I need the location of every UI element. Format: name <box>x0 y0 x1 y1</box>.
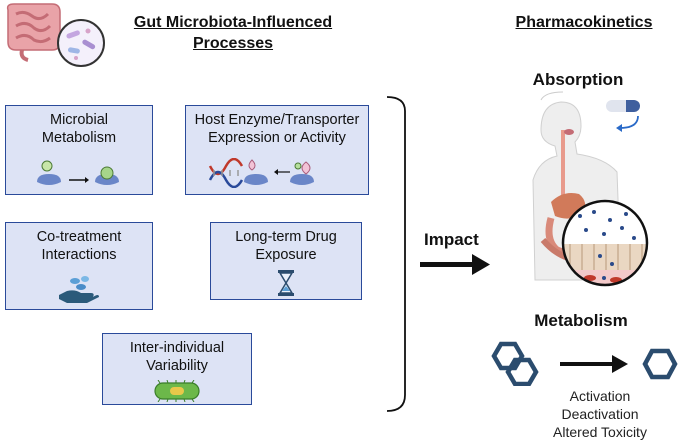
left-heading-line2: Processes <box>192 35 274 52</box>
box-host-enzyme: Host Enzyme/Transporter Expression or Ac… <box>185 105 369 195</box>
outcome-activation: Activation <box>569 388 631 404</box>
outcome-deactivation: Deactivation <box>561 406 639 422</box>
box-interindividual-line1: Inter-individual <box>129 340 225 356</box>
box-interindividual-line2: Variability <box>146 358 208 374</box>
box-microbial-metabolism-line2: Metabolism <box>41 130 117 146</box>
box-longterm-line1: Long-term Drug <box>235 229 337 245</box>
absorption-label: Absorption <box>532 70 624 89</box>
impact-arrow <box>420 254 490 275</box>
box-interindividual: Inter-individual Variability <box>102 333 252 405</box>
bacterium-icon <box>154 380 200 402</box>
enzyme-icon <box>37 160 119 185</box>
box-host-enzyme-line1: Host Enzyme/Transporter <box>194 112 360 128</box>
bracket <box>386 96 406 412</box>
metabolism-label: Metabolism <box>534 311 628 330</box>
microbe-circle-icon <box>57 19 105 67</box>
dna-icon <box>208 158 244 188</box>
hexagon-molecule-icon <box>491 341 539 386</box>
box-host-enzyme-line2: Expression or Activity <box>208 130 346 146</box>
metabolism-arrow <box>560 355 628 373</box>
hourglass-icon <box>278 270 294 296</box>
capsule-icon <box>606 100 640 132</box>
enzyme-transporter-icon <box>244 159 314 185</box>
left-heading: Gut Microbiota-Influenced Processes <box>98 12 368 54</box>
left-heading-line1: Gut Microbiota-Influenced <box>133 14 333 31</box>
box-cotreatment-line2: Interactions <box>41 247 117 263</box>
box-longterm: Long-term Drug Exposure <box>210 222 362 300</box>
box-cotreatment: Co-treatment Interactions <box>5 222 153 310</box>
box-longterm-line2: Exposure <box>255 247 317 263</box>
box-cotreatment-line1: Co-treatment <box>36 229 122 245</box>
hand-pills-icon <box>59 276 99 303</box>
outcome-altered-toxicity: Altered Toxicity <box>553 424 647 440</box>
intestinal-wall-icon <box>561 199 649 287</box>
impact-label: Impact <box>424 230 479 249</box>
box-microbial-metabolism: Microbial Metabolism <box>5 105 153 195</box>
right-heading: Pharmacokinetics <box>515 14 653 31</box>
metabolism-outcomes: Activation Deactivation Altered Toxicity <box>520 387 680 441</box>
hexagon-product-icon <box>642 348 678 380</box>
box-microbial-metabolism-line1: Microbial <box>49 112 108 128</box>
